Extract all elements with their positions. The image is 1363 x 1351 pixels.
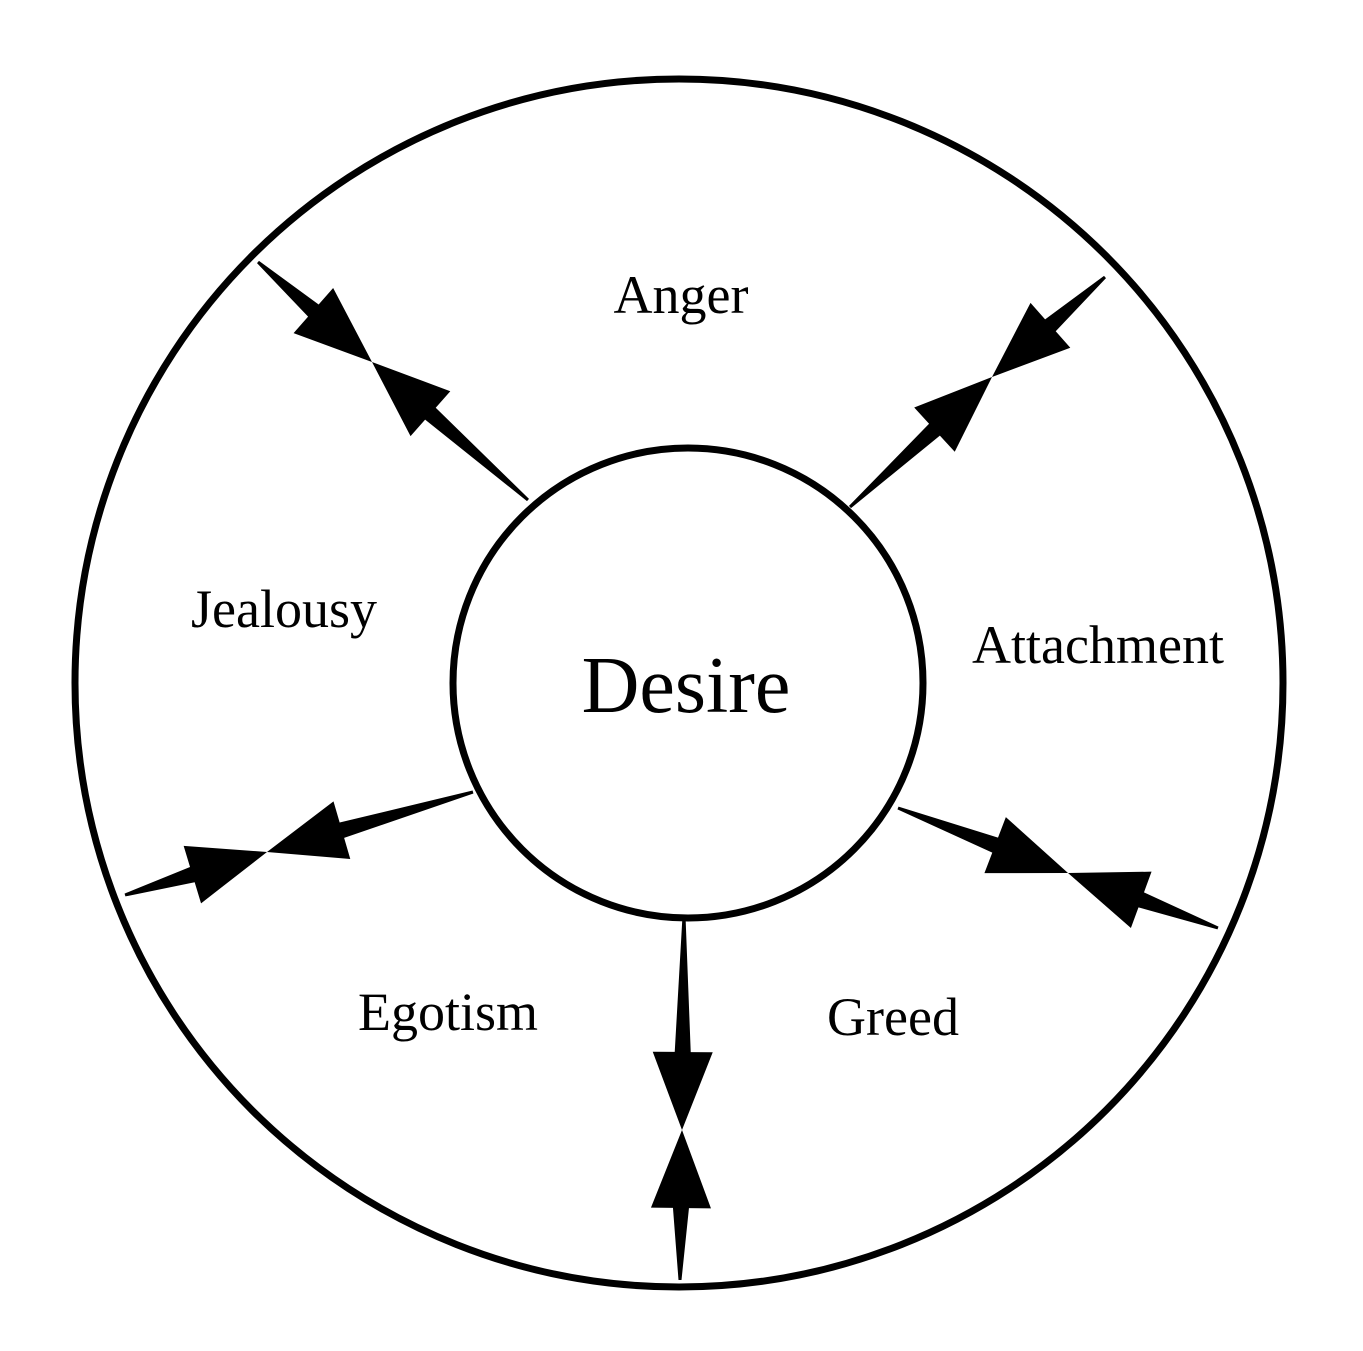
arrowhead-inward (124, 845, 267, 904)
arrow-egotism-greed (650, 915, 713, 1281)
arrow-attachment-greed (897, 806, 1219, 930)
segment-label-jealousy: Jealousy (191, 579, 377, 639)
arrowhead-inward (650, 1130, 711, 1281)
arrowhead-outward (848, 377, 992, 509)
arrows-group (124, 260, 1219, 1281)
inner-circle (449, 444, 927, 922)
arrow-jealousy-egotism (124, 790, 474, 904)
arrow-anger-jealousy (257, 260, 529, 502)
arrowhead-outward (897, 806, 1068, 874)
segment-label-greed: Greed (827, 987, 959, 1047)
segment-label-anger: Anger (614, 265, 749, 325)
arrowhead-outward (652, 915, 713, 1130)
arrowhead-outward (372, 362, 529, 502)
center-label-desire: Desire (582, 642, 791, 730)
outer-circle (71, 75, 1287, 1291)
arrow-anger-attachment (848, 275, 1106, 509)
arrowhead-inward (1068, 871, 1219, 930)
arrowhead-outward (267, 790, 474, 859)
arrowhead-inward (257, 260, 372, 362)
segment-label-attachment: Attachment (972, 615, 1224, 675)
arrowhead-inward (992, 275, 1106, 377)
segment-label-egotism: Egotism (358, 982, 538, 1042)
